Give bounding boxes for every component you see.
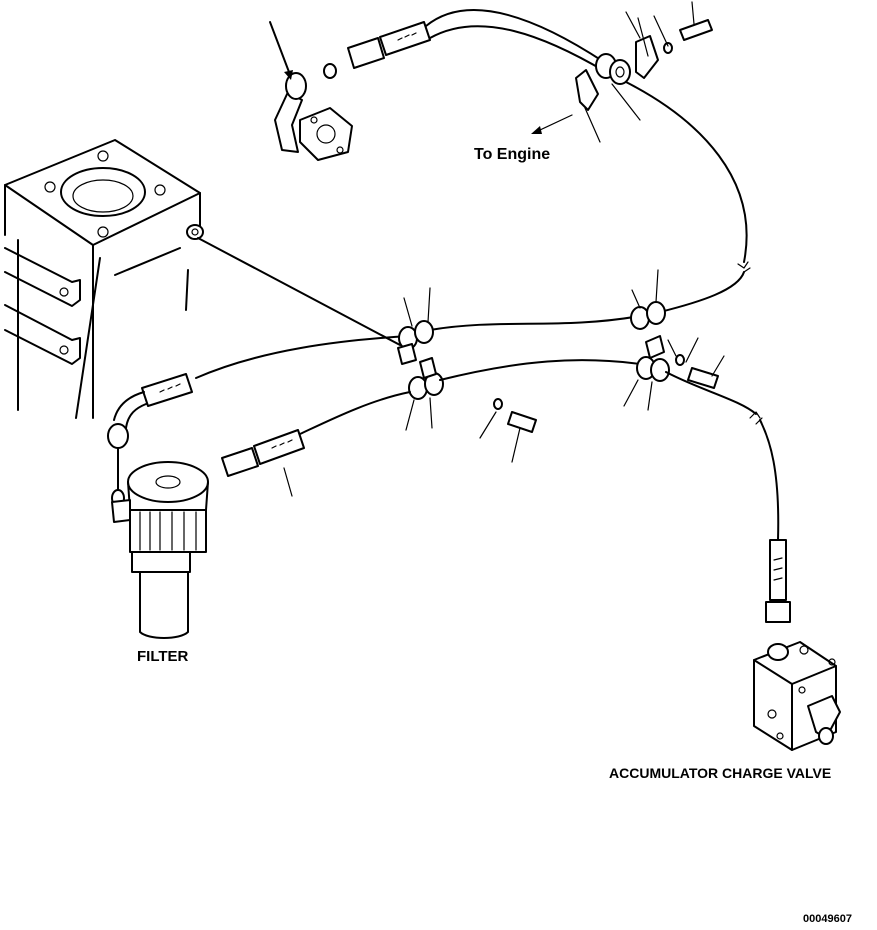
top-elbow-flange: [269, 21, 353, 161]
accumulator-charge-valve-body: [753, 641, 841, 751]
tank-drain-line: [197, 237, 401, 346]
upper-long-hose: [107, 315, 641, 491]
right-clamps: [623, 269, 725, 411]
to-engine-label: To Engine: [474, 146, 551, 163]
lower-hose: [221, 359, 641, 497]
top-hose-end: [347, 9, 607, 73]
upper-hose-right: [659, 271, 745, 313]
valve-supply-hose: [665, 371, 791, 623]
right-loop-hose: [625, 81, 751, 273]
filter-assembly: [111, 461, 209, 639]
left-clamps: [397, 287, 537, 463]
filter-label: FILTER: [137, 648, 189, 665]
accumulator-charge-valve-label: ACCUMULATOR CHARGE VALVE: [609, 765, 832, 781]
upper-clamp: [531, 1, 713, 143]
drawing-number: 00049607: [803, 913, 852, 925]
tank-housing: [4, 139, 204, 419]
